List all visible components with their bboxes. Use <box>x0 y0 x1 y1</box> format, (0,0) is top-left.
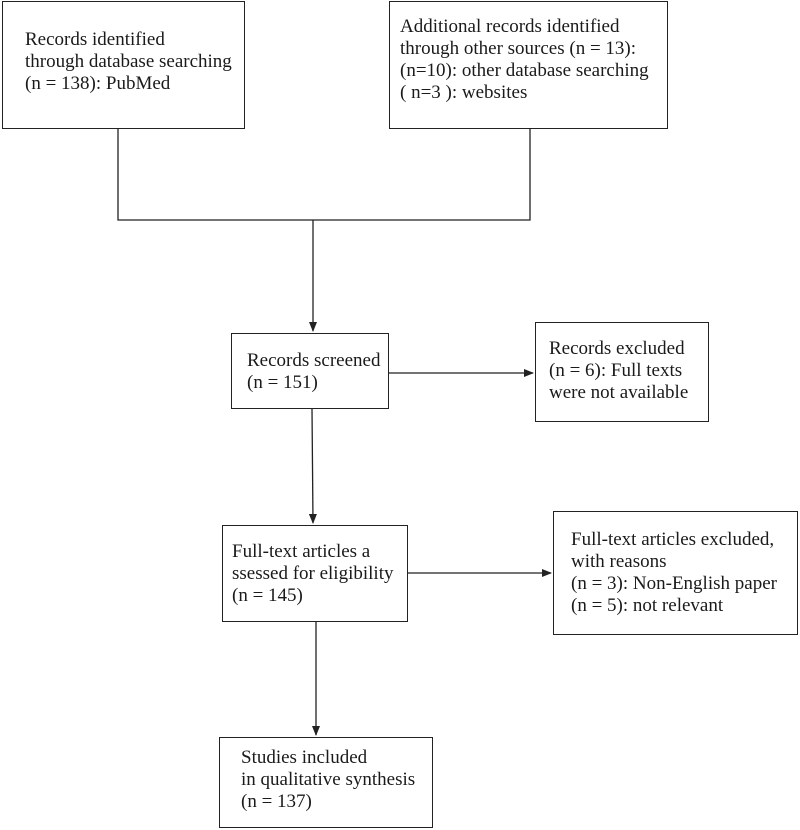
arrow-to-fulltext-assessed <box>308 408 317 524</box>
box-line: ( n=3 ): websites <box>400 82 528 103</box>
box-line: Additional records identified <box>400 16 620 37</box>
box-line: Studies included <box>241 747 368 768</box>
records-identified-pubmed-box: Records identified through database sear… <box>2 1 245 129</box>
fulltext-assessed-box: Full-text articles a ssessed for eligibi… <box>222 525 408 622</box>
box-line: Full-text articles excluded, <box>571 529 775 550</box>
box-line: Records excluded <box>549 338 685 359</box>
box-line: with reasons <box>571 551 667 572</box>
box-line: through other sources (n = 13): <box>400 38 637 59</box>
box-line: in qualitative synthesis <box>241 769 416 790</box>
box-line: Full-text articles a <box>232 541 371 562</box>
box-line: (n = 5): not relevant <box>571 595 724 616</box>
box-line: (n = 145) <box>232 585 303 606</box>
box-line: through database searching <box>25 51 232 72</box>
box-line: (n=10): other database searching <box>400 60 649 81</box>
box-line: (n = 138): PubMed <box>25 73 171 94</box>
box-line: (n = 3): Non-English paper <box>571 573 777 594</box>
box-line: (n = 151) <box>247 372 318 393</box>
box-line: Records identified <box>25 29 165 50</box>
fulltext-excluded-box: Full-text articles excluded, with reason… <box>553 511 798 635</box>
box-line: Records screened <box>247 350 381 371</box>
records-screened-box: Records screened (n = 151) <box>231 333 389 409</box>
records-excluded-box: Records excluded (n = 6): Full texts wer… <box>535 322 709 422</box>
box-line: (n = 137) <box>241 791 312 812</box>
additional-records-box: Additional records identified through ot… <box>389 1 668 129</box>
merge-connector <box>117 129 531 221</box>
studies-included-box: Studies included in qualitative synthesi… <box>219 737 433 828</box>
box-line: (n = 6): Full texts <box>549 360 683 381</box>
box-line: ssessed for eligibility <box>232 563 394 584</box>
box-line: were not available <box>549 382 689 403</box>
